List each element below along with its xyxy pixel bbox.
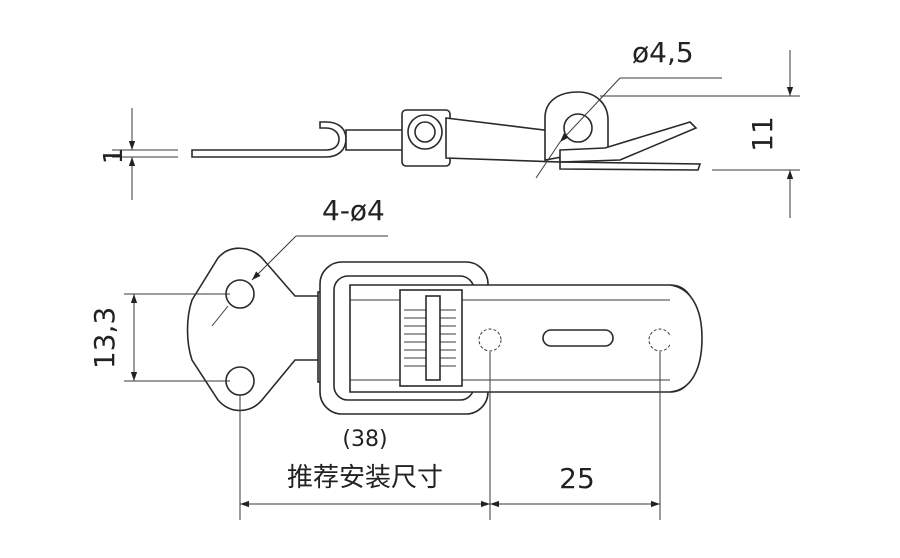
dimensions: 1 ø4,5 11 4-ø4 13,3 (38) 推荐安装尺寸: [88, 36, 800, 520]
dim-pivot-hole: ø4,5: [632, 36, 694, 69]
dim-reference-length: (38): [342, 427, 387, 452]
dim-hook-spacing: 25: [559, 462, 595, 495]
dim-thickness: 1: [99, 148, 129, 165]
top-view: [186, 247, 703, 415]
dim-height: 11: [746, 116, 779, 152]
side-view: [191, 91, 702, 171]
dim-mount-holes: 4-ø4: [322, 194, 385, 227]
dim-recommended-install: 推荐安装尺寸: [287, 463, 443, 493]
dim-hole-spacing: 13,3: [88, 307, 121, 369]
